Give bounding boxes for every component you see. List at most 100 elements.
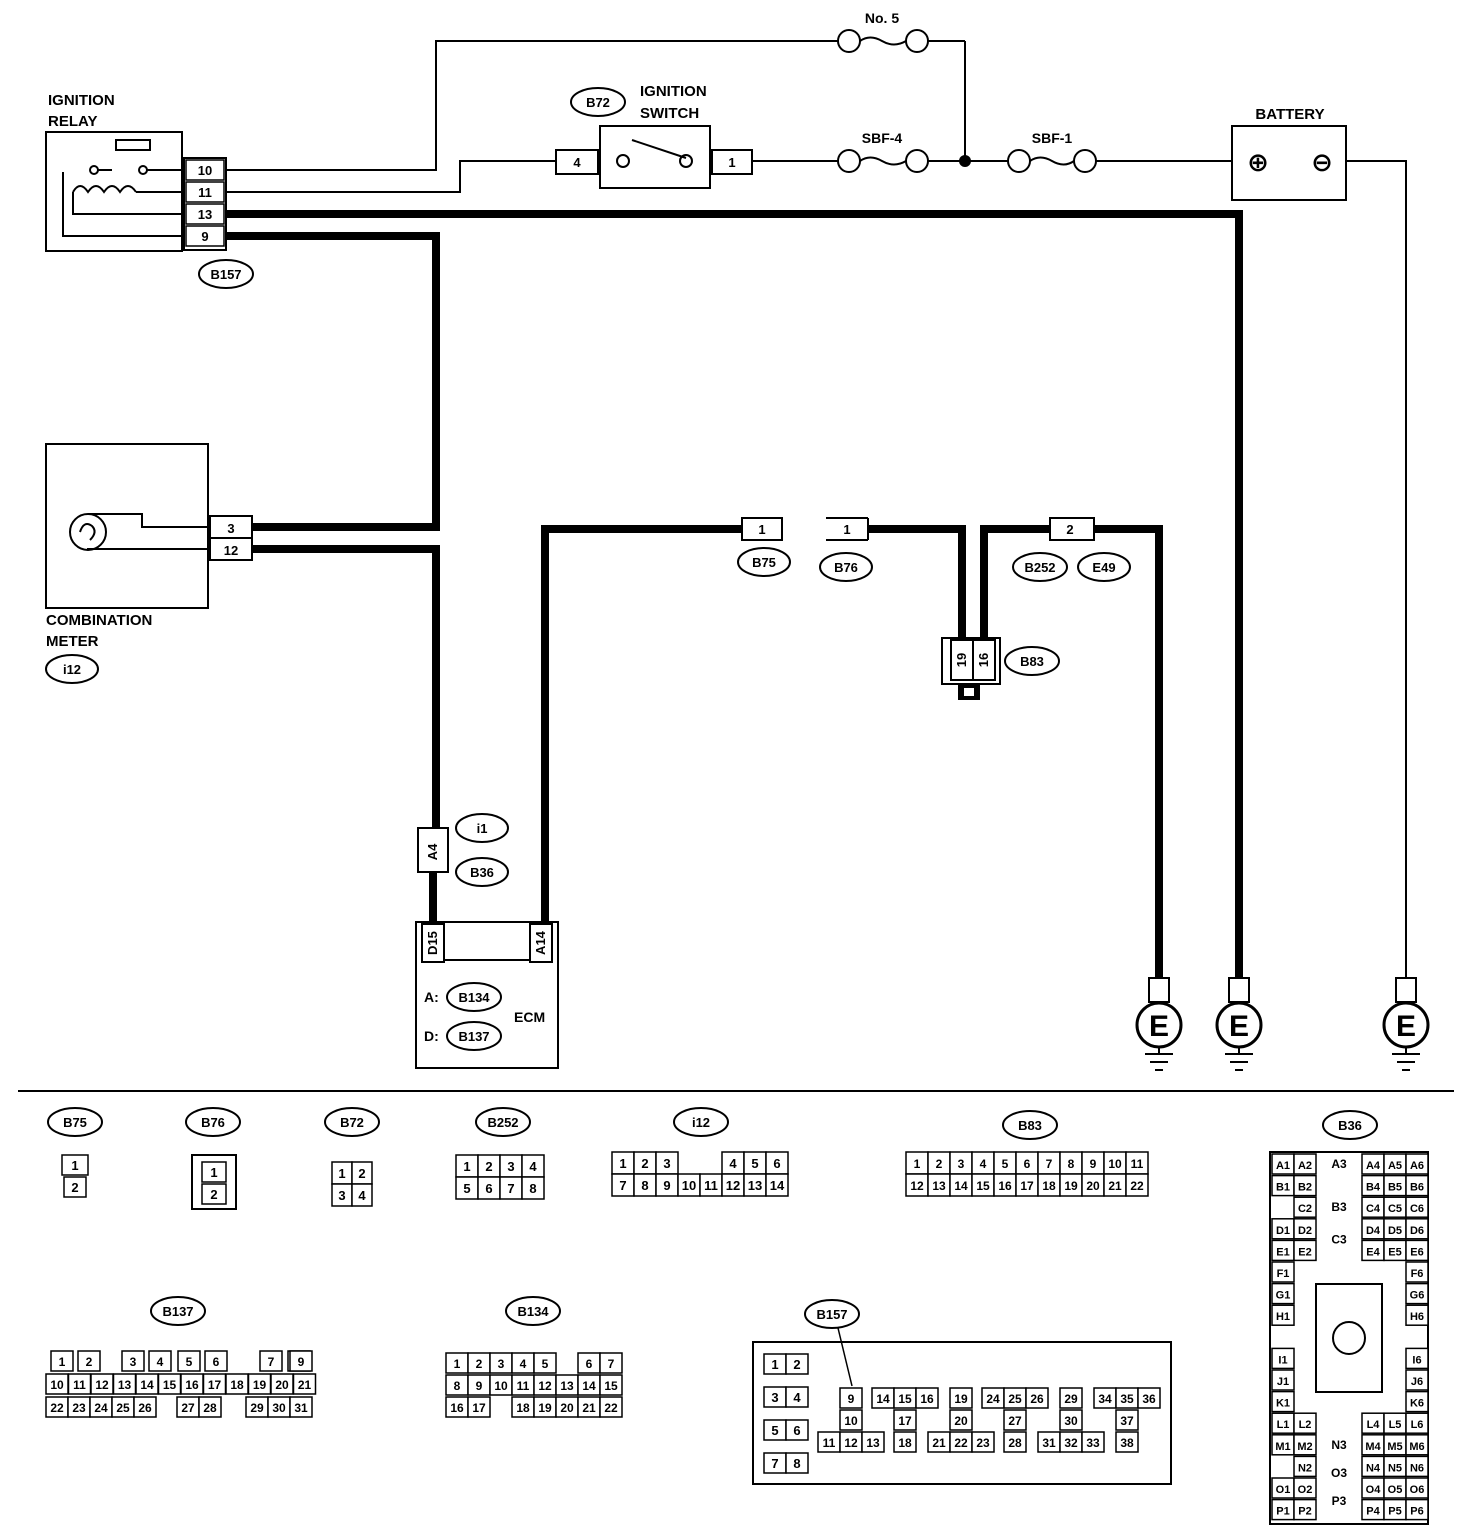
switch-label-2: SWITCH xyxy=(640,105,699,122)
connector-i1-pin xyxy=(417,827,449,873)
view-b36-A6: A6 xyxy=(1410,1160,1424,1172)
view-b157-r3-21: 21 xyxy=(932,1436,946,1450)
b76-text: B76 xyxy=(834,560,858,575)
view-b36-H1-cell xyxy=(1271,1304,1295,1326)
view-b137-r1-1-cell xyxy=(50,1350,74,1372)
view-b36-P4: P4 xyxy=(1366,1506,1380,1518)
view-b83-r2-18: 18 xyxy=(1042,1179,1056,1193)
label-b157 xyxy=(198,259,254,289)
view-b134-r1-5-cell xyxy=(533,1352,557,1374)
fuse-sbf4-left xyxy=(837,149,861,173)
view-b134-r2-12: 12 xyxy=(538,1379,552,1393)
view-b157-r1-34: 34 xyxy=(1098,1392,1112,1406)
view-b36-M6: M6 xyxy=(1409,1441,1424,1453)
view-b36-E1: E1 xyxy=(1276,1246,1289,1258)
view-b134-r2-9: 9 xyxy=(476,1379,483,1393)
ground-label-1: E xyxy=(1229,1010,1249,1043)
meter-pin-3: 3 xyxy=(227,521,234,536)
view-b83-r1-4: 4 xyxy=(980,1157,987,1171)
view-b36-D4: D4 xyxy=(1366,1225,1381,1237)
ecm-a14-text: A14 xyxy=(533,930,548,955)
view-b157-c2-2-cell xyxy=(785,1353,809,1375)
wire-ign-switch xyxy=(226,160,556,193)
view-b157-r3-22: 22 xyxy=(954,1436,968,1450)
view-b157-r3-32: 32 xyxy=(1064,1436,1078,1450)
view-b157-r3-28-cell xyxy=(1003,1431,1027,1453)
view-b134-r2-8: 8 xyxy=(454,1379,461,1393)
label-b134 xyxy=(446,982,502,1012)
view-i12-r1-3: 3 xyxy=(663,1156,670,1171)
view-b36-B5: B5 xyxy=(1388,1182,1402,1194)
view-b137-r2-15: 15 xyxy=(163,1378,177,1392)
ecm-d15-text: D15 xyxy=(425,931,440,955)
view-b252-pin3: 3 xyxy=(507,1159,514,1174)
view-b83-label: B83 xyxy=(1018,1118,1042,1133)
fuse-sbf1-label: SBF-1 xyxy=(1032,130,1073,146)
view-b36-C6-cell xyxy=(1405,1196,1429,1218)
view-b36-D6: D6 xyxy=(1410,1225,1424,1237)
switch-pin-left xyxy=(555,149,599,175)
junction-dot xyxy=(959,155,971,167)
switch-contact-a xyxy=(616,154,630,168)
view-b83-r2-22-cell xyxy=(1125,1173,1149,1197)
view-b157-r1-29-cell xyxy=(1059,1387,1083,1409)
view-b76-pin1-cell xyxy=(201,1161,227,1183)
fuse-sbf1-element xyxy=(1029,156,1075,166)
relay-pin-11-cell xyxy=(185,181,225,203)
view-b137-r1-3: 3 xyxy=(130,1355,137,1369)
view-b83-r1-5: 5 xyxy=(1002,1157,1009,1171)
view-b137-label: B137 xyxy=(162,1304,193,1319)
view-b157-r3-33: 33 xyxy=(1086,1436,1100,1450)
view-b83-r1-9: 9 xyxy=(1090,1157,1097,1171)
relay-pin-11: 11 xyxy=(198,185,212,200)
view-b157-pointer xyxy=(837,1327,853,1387)
view-b157-r2-10-cell xyxy=(839,1409,863,1431)
view-b157-c2-6-cell xyxy=(785,1419,809,1441)
b83-pin16 xyxy=(972,639,996,681)
view-b36-C2: C2 xyxy=(1298,1203,1312,1215)
view-b36-center-hole xyxy=(1332,1321,1366,1355)
view-b137-r1-4: 4 xyxy=(157,1355,164,1369)
view-b137-r2-21-cell xyxy=(292,1373,317,1395)
view-b157-r1-29: 29 xyxy=(1064,1392,1078,1406)
view-b137-r2-12: 12 xyxy=(95,1378,109,1392)
view-b137-r1-6: 6 xyxy=(213,1355,220,1369)
view-i12-r1-4: 4 xyxy=(729,1156,737,1171)
view-b157-r3-12: 12 xyxy=(844,1436,858,1450)
view-b137-r3-28-cell xyxy=(198,1396,222,1418)
fuse-no5-element xyxy=(859,36,907,46)
b76-pin-text: 1 xyxy=(843,522,850,537)
view-b36-O2: O2 xyxy=(1298,1484,1313,1496)
view-b36-K6: K6 xyxy=(1410,1398,1424,1410)
view-b36-L2-cell xyxy=(1293,1412,1317,1434)
view-b157-r2-30: 30 xyxy=(1064,1414,1078,1428)
view-b252-pin1: 1 xyxy=(463,1159,470,1174)
view-b36-C5: C5 xyxy=(1388,1203,1402,1215)
view-b137-r3-25: 25 xyxy=(116,1401,130,1415)
b157-text: B157 xyxy=(210,267,241,282)
connector-b252-pin xyxy=(1049,517,1095,541)
b83-pin19-text: 19 xyxy=(954,653,969,667)
view-b134-r3-17: 17 xyxy=(472,1401,486,1415)
view-b137-r3-29: 29 xyxy=(250,1401,264,1415)
view-b36-B2: B2 xyxy=(1298,1182,1312,1194)
meter-wire-a xyxy=(88,513,210,528)
view-b137-r3-31: 31 xyxy=(294,1401,308,1415)
view-b36-A5: A5 xyxy=(1388,1160,1402,1172)
view-b134-r3-17-cell xyxy=(467,1396,491,1418)
connector-b75-pin xyxy=(741,517,783,541)
meter-wire-b xyxy=(87,548,210,550)
view-b36-B1: B1 xyxy=(1276,1182,1290,1194)
battery-plus: ⊕ xyxy=(1247,147,1269,177)
view-b36-O1: O1 xyxy=(1276,1484,1291,1496)
label-i1 xyxy=(455,813,509,843)
view-b76-pin2-cell xyxy=(201,1183,227,1205)
view-b36-H6-cell xyxy=(1405,1304,1429,1326)
view-b157-r2-27: 27 xyxy=(1008,1414,1022,1428)
view-b134-label: B134 xyxy=(517,1304,549,1319)
i1-text: i1 xyxy=(477,821,488,836)
view-b83-r2-20: 20 xyxy=(1086,1179,1100,1193)
view-b36-A1: A1 xyxy=(1276,1160,1290,1172)
